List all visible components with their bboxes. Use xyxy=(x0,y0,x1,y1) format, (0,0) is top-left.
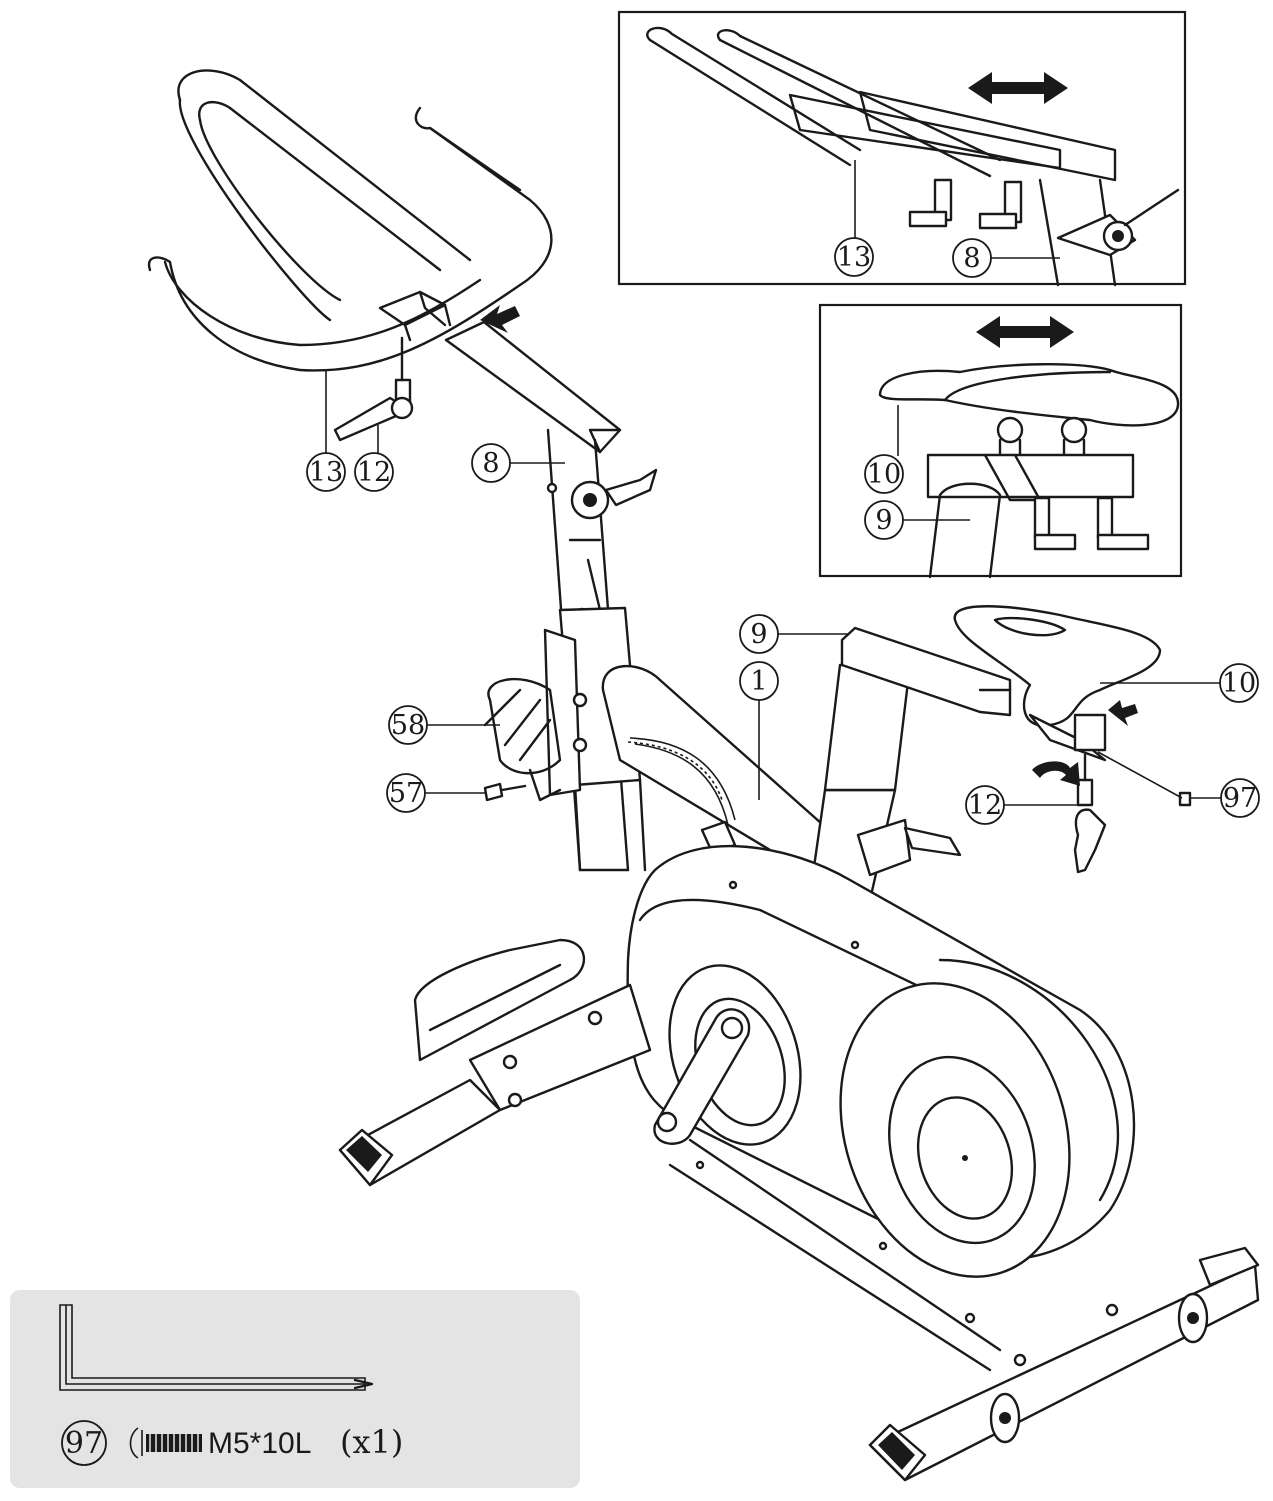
inset-handlebar-adjust: 13 8 xyxy=(617,10,1187,287)
adjustment-lever-handlebar xyxy=(333,336,414,442)
main-callouts: 13 12 8 9 1 10 58 57 12 xyxy=(306,370,1260,825)
bike-frame xyxy=(338,663,1260,1482)
inset-seat-adjust: 10 9 xyxy=(818,303,1183,579)
rotate-arrow-icon xyxy=(1032,761,1080,786)
callout-9: 9 xyxy=(750,619,767,650)
handlebar xyxy=(147,69,553,372)
callout-13: 13 xyxy=(309,457,343,488)
callout-8-inset: 8 xyxy=(963,243,980,274)
callout-58: 58 xyxy=(391,710,425,741)
allen-key-icon xyxy=(59,1304,374,1391)
callout-9-inset: 9 xyxy=(875,505,892,536)
callout-10: 10 xyxy=(1222,668,1256,699)
callout-10-inset: 10 xyxy=(867,459,901,490)
bottle-cage xyxy=(483,628,588,802)
callout-1: 1 xyxy=(750,666,767,697)
callout-57: 57 xyxy=(389,778,423,809)
callout-12-seat: 12 xyxy=(968,790,1002,821)
kit-part-number: 97 xyxy=(65,1426,103,1461)
kit-quantity: (x1) xyxy=(340,1423,403,1461)
double-arrow-icon xyxy=(968,72,1068,104)
seat-assembly xyxy=(840,605,1192,874)
screw-icon xyxy=(129,1427,202,1459)
callout-8: 8 xyxy=(482,448,499,479)
callout-97: 97 xyxy=(1223,783,1257,814)
hardware-kit: 97 M5*10L (x1) xyxy=(10,1290,580,1488)
insert-arrow-icon xyxy=(1108,700,1138,726)
handlebar-stem xyxy=(444,305,622,454)
insert-arrow-icon xyxy=(480,305,520,333)
callout-12-handlebar: 12 xyxy=(357,457,391,488)
callout-13-inset: 13 xyxy=(837,242,871,273)
double-arrow-icon xyxy=(976,316,1074,348)
kit-spec: M5*10L xyxy=(208,1427,311,1460)
